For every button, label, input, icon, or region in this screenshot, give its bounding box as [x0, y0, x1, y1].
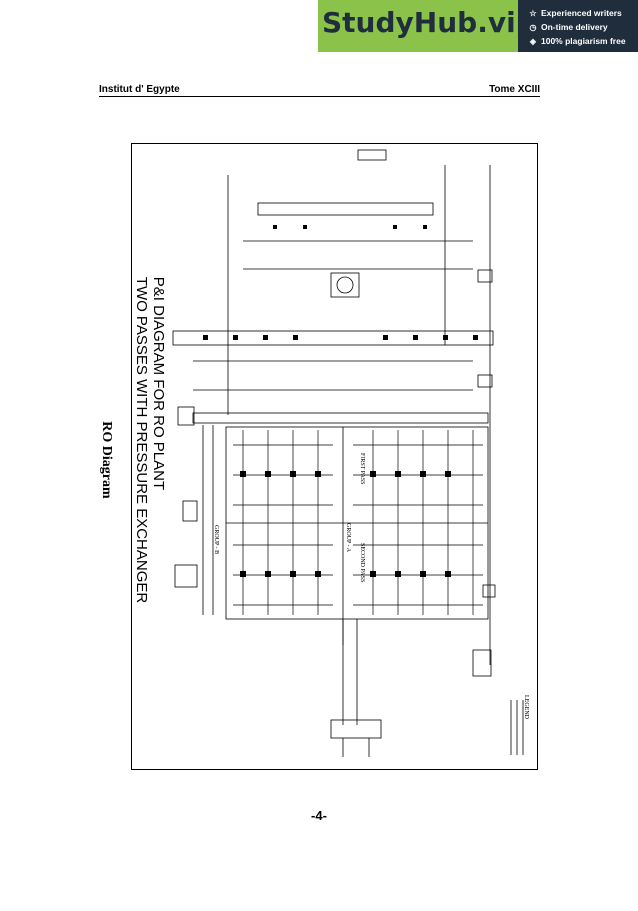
page-number: -4- — [311, 808, 327, 823]
figure-caption: RO Diagram — [99, 421, 114, 499]
ro-vessels — [233, 430, 483, 615]
brand-box — [318, 0, 518, 52]
diagram-title: P&I DIAGRAM FOR RO PLANT TWO PASSES WITH… — [133, 277, 167, 603]
header-volume: Tome XCIII — [489, 84, 540, 95]
clock-icon: ◷ — [529, 22, 537, 32]
valve-symbols — [203, 225, 478, 577]
group-a-label: GROUP - A — [345, 523, 351, 553]
header-rule — [99, 96, 540, 97]
left-skid-2 — [182, 500, 198, 522]
hp-pump-symbol — [336, 276, 354, 294]
feature-text: 100% plagiarism free — [541, 36, 626, 46]
star-icon: ☆ — [529, 8, 537, 18]
feature-text: On-time delivery — [541, 22, 608, 32]
top-tag — [357, 149, 387, 161]
legend-label: LEGEND — [523, 695, 529, 720]
group-b-label: GROUP - B — [213, 525, 219, 554]
feature-item: ☆ Experienced writers — [528, 6, 636, 20]
diagram-title-line2: TWO PASSES WITH PRESSURE EXCHANGER — [133, 276, 150, 604]
diagram-title-line1: P&I DIAGRAM FOR RO PLANT — [150, 276, 167, 491]
feature-item: ◈ 100% plagiarism free — [528, 34, 636, 48]
first-pass-label: FIRST PASS — [359, 453, 365, 485]
pid-diagram: FIRST PASS SECOND PASS GROUP - A GROUP -… — [172, 149, 529, 757]
feature-item: ◷ On-time delivery — [528, 20, 636, 34]
main-header-1 — [172, 330, 494, 346]
pump-block — [330, 272, 360, 298]
top-header-bus — [257, 202, 434, 216]
left-skid-3 — [174, 564, 198, 588]
feature-text: Experienced writers — [541, 8, 622, 18]
second-pass-label: SECOND PASS — [359, 543, 365, 582]
header-institution: Institut d' Egypte — [99, 84, 180, 95]
right-instrument-4 — [472, 649, 492, 677]
left-skid-1 — [177, 406, 195, 426]
feature-list: ☆ Experienced writers ◷ On-time delivery… — [528, 6, 636, 48]
bottom-unit — [330, 719, 382, 739]
diagram-frame — [131, 143, 538, 770]
shield-icon: ◈ — [529, 36, 537, 46]
main-header-2 — [192, 412, 489, 424]
row-group-a — [353, 444, 483, 606]
right-instrument-1 — [477, 269, 493, 283]
brand-logo[interactable]: StudyHub.vip — [322, 6, 536, 39]
